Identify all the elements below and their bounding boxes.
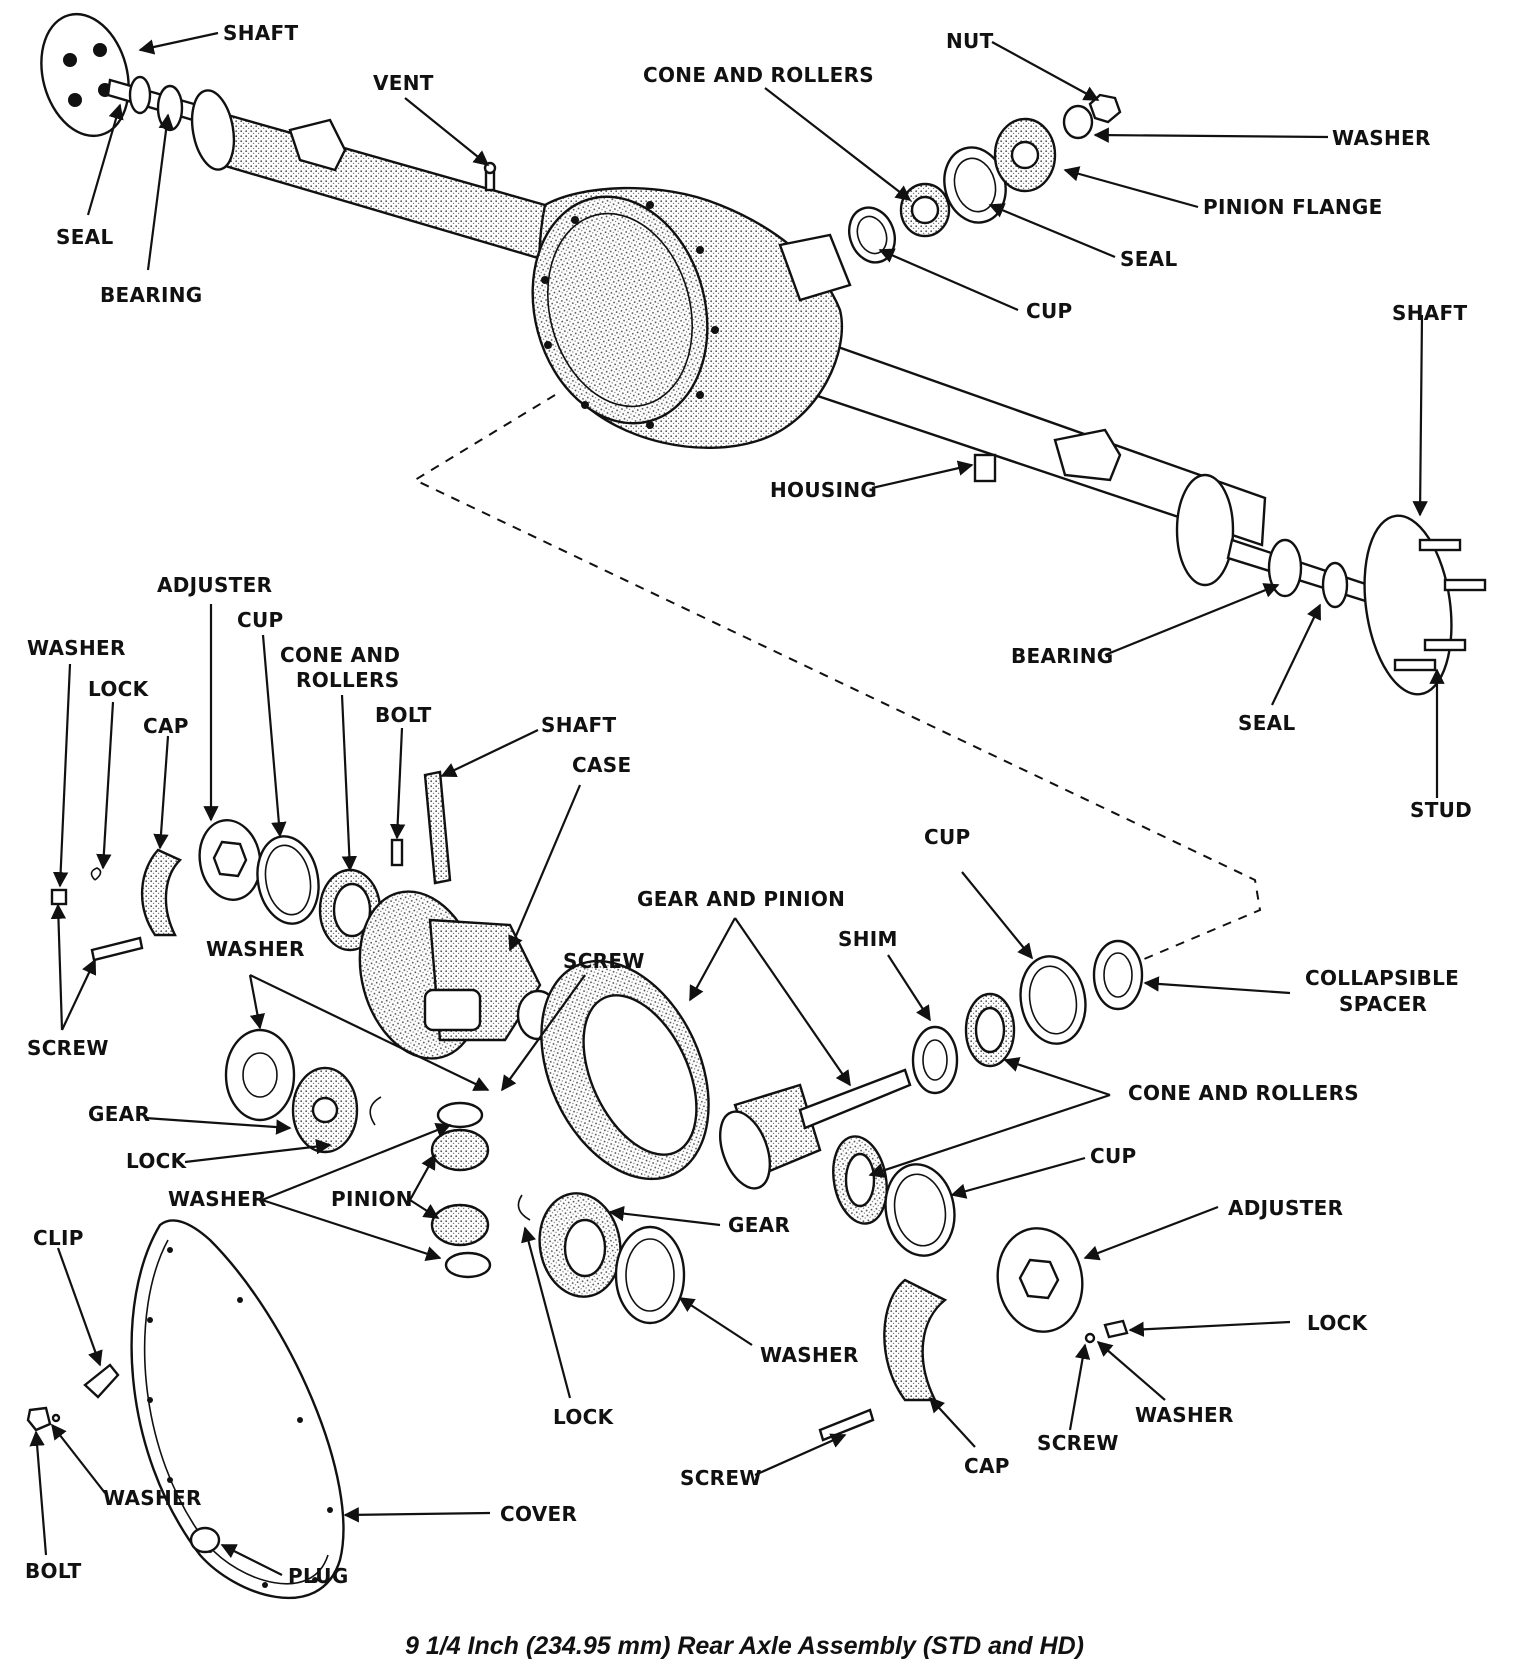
label-cone-and-left: CONE AND — [280, 643, 400, 667]
label-cup-right: CUP — [1090, 1144, 1136, 1168]
label-cap-left: CAP — [143, 714, 189, 738]
label-clip: CLIP — [33, 1226, 84, 1250]
figure-caption: 9 1/4 Inch (234.95 mm) Rear Axle Assembl… — [405, 1632, 1084, 1660]
label-cone-rollers-top: CONE AND ROLLERS — [643, 63, 874, 87]
label-seal-top-left: SEAL — [56, 225, 114, 249]
axle-housing-illustration — [203, 108, 1267, 587]
label-lock-left: LOCK — [88, 677, 150, 701]
label-cup-top: CUP — [1026, 299, 1072, 323]
label-seal-top: SEAL — [1120, 247, 1178, 271]
label-bolt-bl: BOLT — [25, 1559, 82, 1583]
label-gear-low: GEAR — [728, 1213, 790, 1237]
label-washer-left: WASHER — [27, 636, 126, 660]
label-washer-low: WASHER — [168, 1187, 267, 1211]
label-shaft-right: SHAFT — [1392, 301, 1467, 325]
part-labels: SHAFT SEAL BEARING VENT CONE AND ROLLERS… — [25, 21, 1472, 1588]
differential-parts-illustration — [26, 770, 1144, 1600]
label-washer-mid: WASHER — [206, 937, 305, 961]
label-cup-mid: CUP — [924, 825, 970, 849]
label-lock-low: LOCK — [553, 1405, 615, 1429]
label-gear-and-pinion: GEAR AND PINION — [637, 887, 845, 911]
left-axle-shaft-illustration — [40, 12, 236, 171]
label-bearing-right: BEARING — [1011, 644, 1113, 668]
label-lock-mid: LOCK — [126, 1149, 188, 1173]
label-bolt-left: BOLT — [375, 703, 432, 727]
leader-lines — [29, 31, 1445, 1576]
label-nut: NUT — [946, 29, 994, 53]
label-spacer: SPACER — [1339, 992, 1427, 1016]
label-washer-bl: WASHER — [103, 1486, 202, 1510]
label-shaft-mid: SHAFT — [541, 713, 616, 737]
label-shaft-top-left: SHAFT — [223, 21, 298, 45]
label-pinion-flange: PINION FLANGE — [1203, 195, 1383, 219]
label-housing: HOUSING — [770, 478, 877, 502]
label-screw-right: SCREW — [1037, 1431, 1119, 1455]
label-pinion: PINION — [331, 1187, 413, 1211]
label-washer-right: WASHER — [1135, 1403, 1234, 1427]
label-rollers-left: ROLLERS — [296, 668, 399, 692]
label-cone-rollers-right: CONE AND ROLLERS — [1128, 1081, 1359, 1105]
label-lock-right: LOCK — [1307, 1311, 1369, 1335]
label-cup-left: CUP — [237, 608, 283, 632]
label-shim: SHIM — [838, 927, 898, 951]
label-plug: PLUG — [288, 1564, 349, 1588]
dashed-connector — [412, 394, 1262, 966]
label-washer-br: WASHER — [760, 1343, 859, 1367]
label-bearing-top-left: BEARING — [100, 283, 202, 307]
label-washer-top: WASHER — [1332, 126, 1431, 150]
label-vent: VENT — [373, 71, 434, 95]
label-screw-mid: SCREW — [563, 949, 645, 973]
label-collapsible: COLLAPSIBLE — [1305, 966, 1459, 990]
vent-illustration — [483, 161, 497, 192]
label-screw-low: SCREW — [680, 1466, 762, 1490]
label-stud: STUD — [1410, 798, 1472, 822]
label-seal-right: SEAL — [1238, 711, 1296, 735]
label-screw-left: SCREW — [27, 1036, 109, 1060]
label-adjuster-right: ADJUSTER — [1228, 1196, 1343, 1220]
right-axle-shaft-illustration — [1226, 514, 1487, 696]
label-cover: COVER — [500, 1502, 577, 1526]
label-adjuster-left: ADJUSTER — [157, 573, 272, 597]
label-cap-right: CAP — [964, 1454, 1010, 1478]
label-gear-left: GEAR — [88, 1102, 150, 1126]
label-case: CASE — [572, 753, 631, 777]
